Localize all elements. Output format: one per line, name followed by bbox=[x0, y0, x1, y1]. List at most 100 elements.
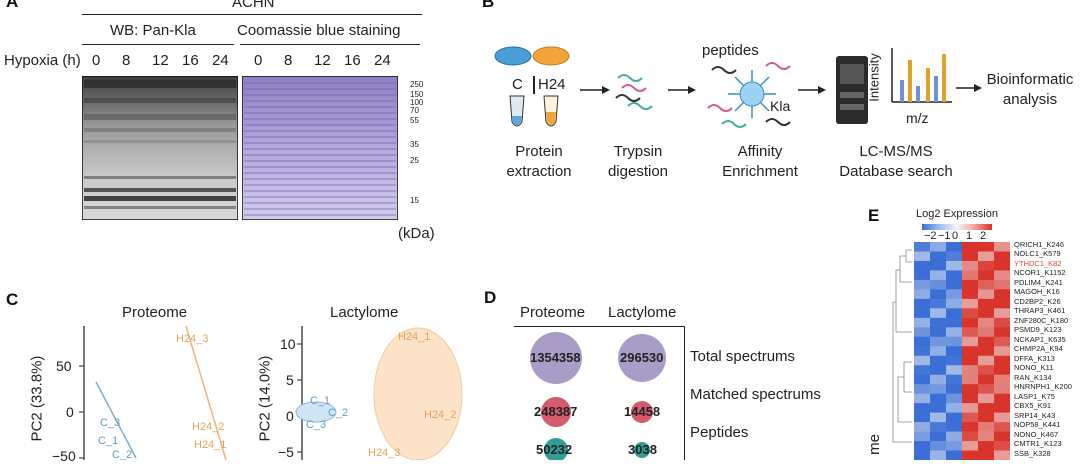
heatmap-cell bbox=[930, 384, 947, 394]
heatmap-cell bbox=[962, 403, 979, 413]
heatmap-cell bbox=[962, 279, 979, 290]
legend-tick: −1 bbox=[938, 230, 951, 242]
heatmap-cell bbox=[978, 393, 995, 404]
heatmap-cell bbox=[946, 289, 963, 300]
heatmap-cell bbox=[978, 422, 995, 432]
ms-spectrum-chart bbox=[891, 48, 952, 103]
timepoint-label: 0 bbox=[254, 52, 263, 69]
table-col-proteome: Proteome bbox=[520, 304, 586, 321]
step-trypsin-digestion: Trypsin digestion bbox=[607, 143, 669, 180]
heatmap-cell bbox=[994, 346, 1010, 357]
heatmap-cell bbox=[946, 317, 963, 328]
heatmap-cell bbox=[994, 242, 1010, 252]
heatmap-cell bbox=[946, 450, 963, 460]
heatmap-cell bbox=[946, 365, 963, 375]
mw-marker-label: 70 bbox=[410, 106, 419, 115]
matched-proteome-value: 248387 bbox=[534, 404, 578, 419]
heatmap-cell bbox=[962, 450, 979, 460]
total-lactylome-value: 296530 bbox=[620, 350, 664, 365]
heatmap-cell bbox=[914, 336, 931, 347]
heatmap-cell bbox=[946, 270, 963, 281]
peptides-label: peptides bbox=[702, 42, 759, 59]
cbs-divider bbox=[240, 44, 420, 45]
heatmap-cell bbox=[914, 365, 931, 375]
matched-spectrums-label: Matched spectrums bbox=[690, 386, 821, 403]
heatmap-cell bbox=[914, 384, 931, 394]
timepoint-label: 16 bbox=[182, 52, 199, 69]
heatmap-cell bbox=[978, 403, 995, 413]
heatmap-cell bbox=[962, 298, 979, 309]
heatmap-cell bbox=[962, 289, 979, 300]
heatmap-cell bbox=[930, 412, 947, 423]
heatmap-cell bbox=[978, 327, 995, 338]
heatmap-cell bbox=[930, 346, 947, 357]
lactylome-pca-title: Lactylome bbox=[330, 304, 399, 321]
heatmap-cell bbox=[946, 412, 963, 423]
total-spectrums-label: Total spectrums bbox=[690, 348, 796, 365]
heatmap-cell bbox=[978, 384, 995, 394]
kda-unit: (kDa) bbox=[398, 225, 435, 242]
panel-b-label: B bbox=[482, 0, 495, 11]
mz-axis-label: m/z bbox=[906, 110, 929, 126]
wb-blot-image bbox=[82, 76, 238, 220]
heatmap-cell bbox=[962, 242, 979, 252]
heatmap-cell bbox=[994, 365, 1010, 375]
lactylome-tick: 5 bbox=[286, 372, 294, 388]
heatmap-dendrogram bbox=[892, 249, 912, 443]
pca-point-label: C_1 bbox=[98, 435, 118, 447]
heatmap-cell bbox=[914, 317, 931, 328]
dish-h24-icon bbox=[532, 46, 570, 66]
gene-label: NONO_K467 bbox=[1014, 429, 1059, 439]
heatmap-cell bbox=[930, 298, 947, 309]
heatmap-cell bbox=[994, 374, 1010, 385]
heatmap-cell bbox=[978, 298, 995, 309]
heatmap-cell bbox=[914, 403, 931, 413]
heatmap-cell bbox=[978, 355, 995, 366]
heatmap-cell bbox=[978, 374, 995, 385]
peptides-proteome-value: 50232 bbox=[536, 442, 573, 457]
gene-label: MAGOH_K16 bbox=[1014, 287, 1060, 297]
legend-tick: 0 bbox=[952, 230, 959, 242]
legend-tick: −2 bbox=[924, 230, 937, 242]
heatmap-cell bbox=[930, 431, 947, 442]
total-proteome-value: 1354358 bbox=[530, 350, 581, 365]
heatmap-color-scale bbox=[922, 224, 992, 230]
heatmap-cell bbox=[946, 431, 963, 442]
heatmap-cell bbox=[914, 441, 931, 451]
gene-label: NOLC1_K579 bbox=[1014, 249, 1061, 259]
arrow-to-analysis bbox=[956, 84, 982, 92]
mw-marker-label: 150 bbox=[410, 90, 424, 99]
heatmap-cell bbox=[930, 327, 947, 338]
heatmap-cell bbox=[962, 251, 979, 262]
proteome-tick: −50 bbox=[52, 448, 76, 464]
step-protein-extraction: Protein extraction bbox=[506, 143, 572, 180]
legend-tick: 1 bbox=[966, 230, 973, 242]
gene-label: PSMD9_K123 bbox=[1014, 325, 1062, 335]
intensity-axis-label: Intensity bbox=[866, 53, 882, 102]
heatmap-cell bbox=[914, 431, 931, 442]
mw-marker-label: 25 bbox=[410, 156, 419, 165]
heatmap-cell bbox=[914, 298, 931, 309]
heatmap-cell bbox=[946, 374, 963, 385]
pca-point-label: H24_2 bbox=[424, 409, 456, 421]
step-lcms-database-search: LC-MS/MS Database search bbox=[839, 143, 953, 180]
lactylome-tick: 0 bbox=[286, 408, 294, 424]
heatmap-cell bbox=[994, 327, 1010, 338]
gene-label: CHMP2A_K94 bbox=[1014, 344, 1063, 354]
lactylome-tick: −5 bbox=[278, 444, 294, 460]
table-side-rule bbox=[684, 326, 685, 460]
gene-label: SSB_K328 bbox=[1014, 448, 1051, 458]
heatmap-cell bbox=[946, 298, 963, 309]
heatmap-cell bbox=[994, 422, 1010, 432]
wb-title: WB: Pan-Kla bbox=[110, 22, 196, 39]
heatmap-cell bbox=[994, 260, 1010, 271]
gene-label: LASP1_K75 bbox=[1014, 391, 1055, 401]
heatmap-cell bbox=[962, 317, 979, 328]
heatmap-cell bbox=[962, 336, 979, 347]
heatmap-cell bbox=[978, 289, 995, 300]
heatmap-cell bbox=[914, 374, 931, 385]
heatmap-cell bbox=[962, 327, 979, 338]
heatmap-cell bbox=[946, 251, 963, 262]
heatmap-cell bbox=[914, 412, 931, 423]
pca-point-label: H24_2 bbox=[192, 421, 224, 433]
